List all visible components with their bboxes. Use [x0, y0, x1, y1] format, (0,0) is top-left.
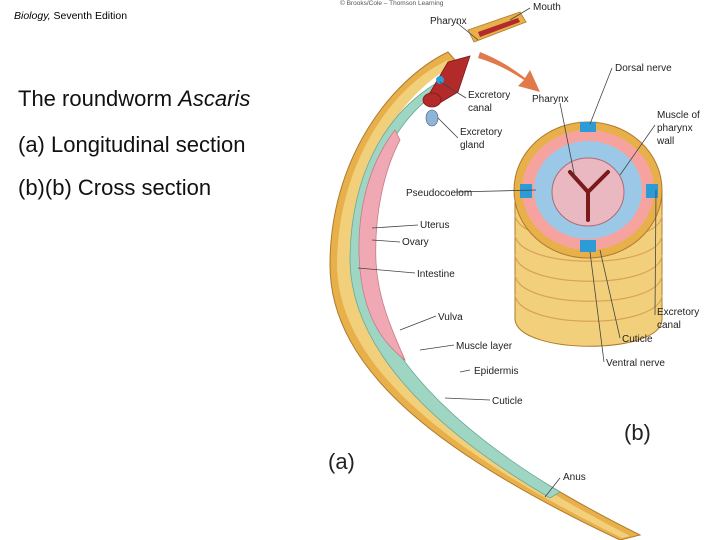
canal-right-mark: [646, 184, 658, 198]
canal-left-mark: [520, 184, 532, 198]
label-muscle-pharynx-3: wall: [656, 136, 674, 147]
edition-text: Seventh Edition: [53, 10, 128, 22]
label-excretory-canal-2: canal: [468, 103, 492, 114]
label-excretory-gland-1: Excretory: [460, 127, 502, 138]
leader-lines: [357, 7, 657, 498]
label-cuticle-a: Cuticle: [492, 396, 523, 407]
publisher-credit: © Brooks/Cole – Thomson Learning: [340, 0, 444, 7]
label-pharynx-top: Pharynx: [430, 16, 467, 27]
dorsal-nerve-mark: [580, 122, 596, 132]
label-ovary: Ovary: [402, 237, 429, 248]
edition-header: Biology, Seventh Edition: [14, 10, 127, 22]
label-excretory-gland-2: gland: [460, 140, 484, 151]
caption-a: (a) Longitudinal section: [18, 132, 246, 157]
label-muscle-pharynx-2: pharynx: [657, 123, 693, 134]
excretory-gland-shape: [425, 109, 439, 127]
title-italic: Ascaris: [178, 86, 251, 111]
diagram-labels: Mouth Pharynx Dorsal nerve Excretory can…: [328, 2, 700, 483]
head-pharynx: [478, 18, 520, 37]
label-intestine: Intestine: [417, 269, 455, 280]
label-pseudocoelom: Pseudocoelom: [406, 188, 472, 199]
cross-section: [513, 121, 663, 347]
slide-title: The roundworm Ascaris: [18, 86, 250, 112]
figure-tag-b: (b): [624, 420, 651, 445]
label-mouth: Mouth: [533, 2, 561, 13]
book-title: Biology,: [14, 10, 51, 22]
label-anus: Anus: [563, 472, 586, 483]
label-muscle-layer: Muscle layer: [456, 341, 513, 352]
ventral-nerve-mark: [580, 240, 596, 252]
label-muscle-pharynx-1: Muscle of: [657, 110, 700, 121]
label-excretory-canal-1: Excretory: [468, 90, 510, 101]
pharynx-lumen: [568, 170, 610, 222]
pointer-arrow: [478, 52, 540, 92]
label-pharynx-mid: Pharynx: [532, 94, 569, 105]
worm-uterus: [358, 129, 406, 362]
label-uterus: Uterus: [420, 220, 449, 231]
head-closeup: [467, 11, 527, 43]
figure-tag-a: (a): [328, 449, 355, 474]
caption-b: (b)(b) Cross section: [18, 175, 212, 200]
pharynx-bulb: [422, 92, 442, 108]
label-cuticle-b: Cuticle: [622, 334, 653, 345]
label-ventral-nerve: Ventral nerve: [606, 358, 665, 369]
label-excretory-canal-b-1: Excretory: [657, 307, 699, 318]
label-dorsal-nerve: Dorsal nerve: [615, 63, 672, 74]
worm-pharynx: [427, 55, 471, 105]
label-epidermis: Epidermis: [474, 366, 518, 377]
nerve-ring: [436, 76, 444, 84]
title-plain: The roundworm: [18, 86, 173, 111]
label-excretory-canal-b-2: canal: [657, 320, 681, 331]
label-vulva: Vulva: [438, 312, 463, 323]
